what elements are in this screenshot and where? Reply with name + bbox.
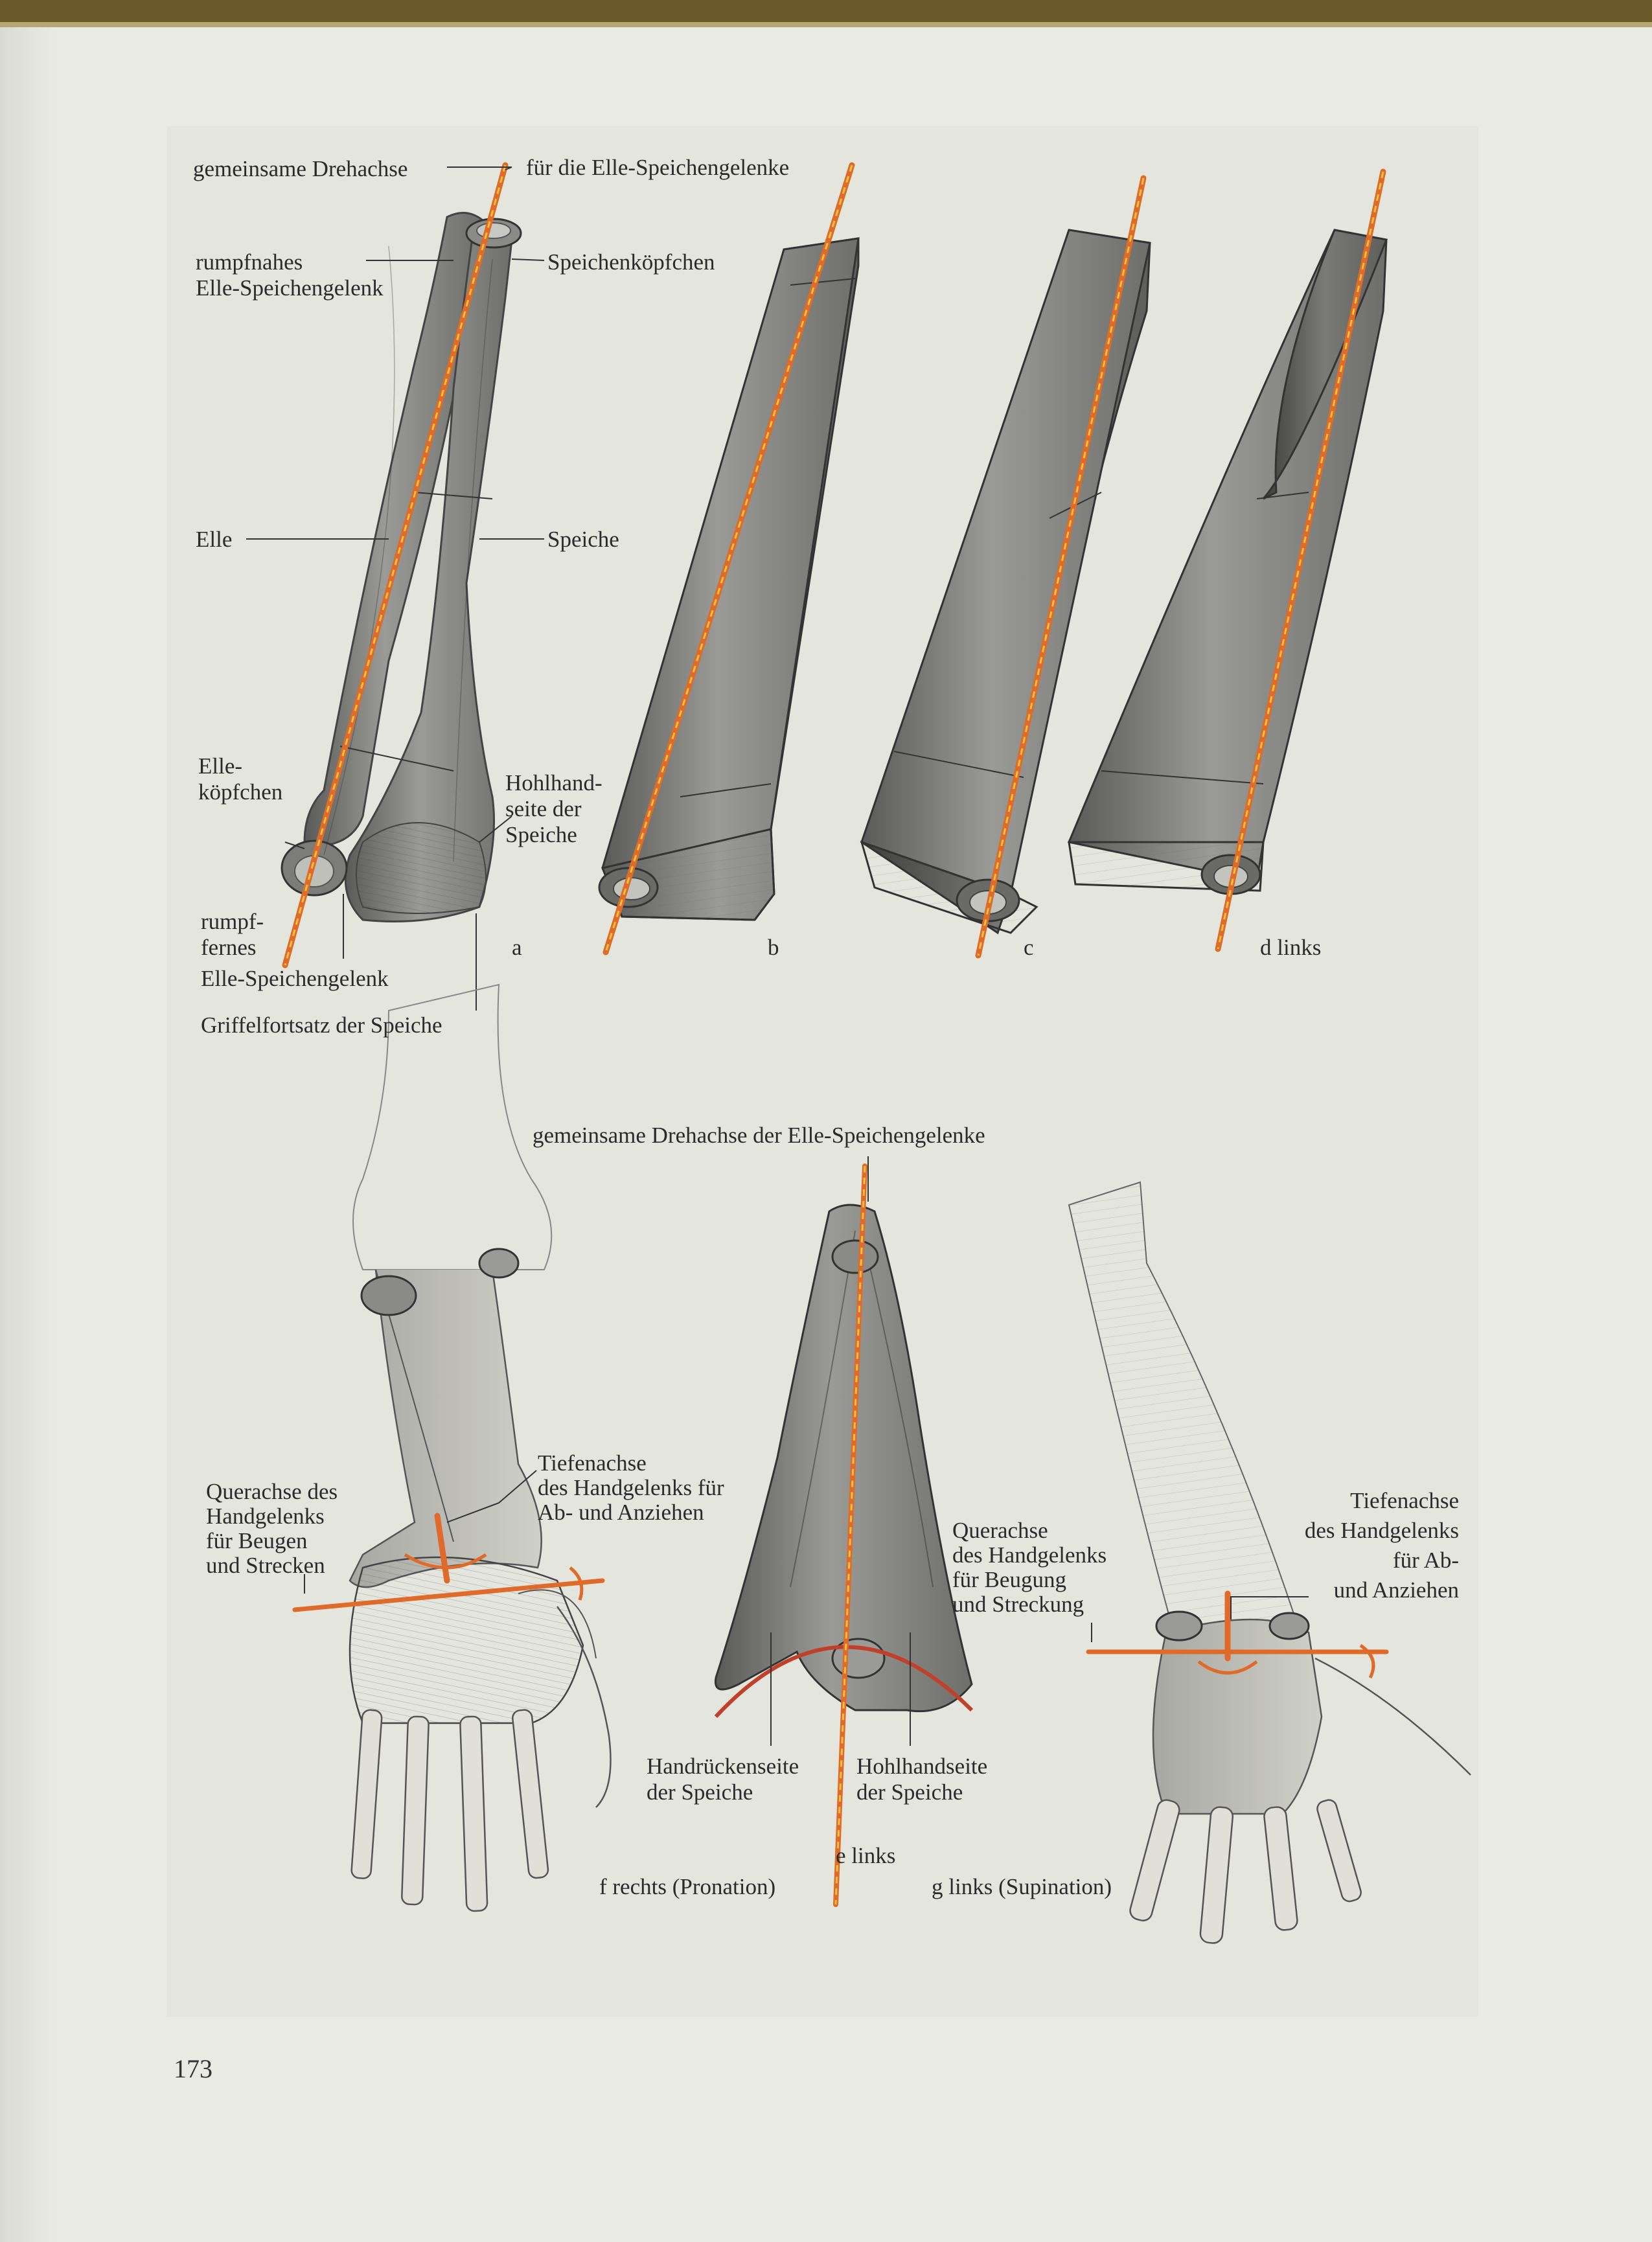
label-figure-b: b: [768, 935, 779, 960]
figure-c-rotation-block: [860, 229, 1151, 935]
label-handrueckenseite-1: Handrückenseite: [647, 1754, 799, 1779]
label-tiefenachse-g-2: des Handgelenks: [1304, 1518, 1459, 1543]
label-tiefenachse-g-3: für Ab-: [1392, 1548, 1459, 1573]
label-figure-g: g links (Supination): [932, 1874, 1112, 1899]
label-querachse-f-3: für Beugen: [206, 1528, 308, 1553]
label-querachse-f-2: Handgelenks: [206, 1504, 325, 1529]
label-querachse-g-4: und Streckung: [952, 1592, 1084, 1617]
label-handrueckenseite-2: der Speiche: [647, 1779, 753, 1805]
label-tiefenachse-f-3: Ab- und Anziehen: [538, 1500, 704, 1525]
label-figure-d: d links: [1260, 935, 1322, 960]
label-figure-e: e links: [836, 1843, 896, 1868]
leader-lines-bottom: [304, 1156, 1309, 1746]
label-hohlhandseite-1: Hohlhandseite: [856, 1754, 988, 1779]
label-tiefenachse-f-1: Tiefenachse: [538, 1450, 647, 1476]
label-rumpffernes-1: rumpf-: [201, 909, 264, 934]
label-tiefenachse-f-2: des Handgelenks für: [538, 1475, 724, 1500]
label-querachse-f-1: Querachse des: [206, 1479, 338, 1504]
label-elle: Elle: [196, 527, 233, 552]
label-griffelfortsatz: Griffelfortsatz der Speiche: [201, 1012, 442, 1038]
label-rumpfnahes-1: rumpfnahes: [196, 249, 303, 275]
label-figure-f: f rechts (Pronation): [599, 1874, 776, 1899]
label-tiefenachse-g-4: und Anziehen: [1333, 1577, 1459, 1603]
figure-a-forearm-bones: [281, 212, 522, 922]
book-spine-shadow: [0, 27, 58, 2242]
label-querachse-g-2: des Handgelenks: [952, 1542, 1107, 1568]
label-rumpfnahes-2: Elle-Speichengelenk: [196, 275, 384, 301]
label-querachse-g-1: Querachse: [952, 1518, 1048, 1543]
label-speiche: Speiche: [547, 527, 619, 552]
book-top-edge: [0, 0, 1652, 22]
figure-g-hand-supination: [1068, 1181, 1471, 1944]
rotation-axes-top: [282, 162, 1386, 968]
label-querachse-f-4: und Strecken: [206, 1553, 325, 1578]
book-top-edge-highlight: [0, 22, 1652, 27]
label-axis-top-left: gemeinsame Drehachse: [193, 156, 408, 181]
label-ellekoepfchen-2: köpfchen: [198, 779, 283, 805]
label-rumpffernes-2: fernes: [201, 935, 257, 960]
label-ellekoepfchen-1: Elle-: [198, 753, 243, 779]
label-figure-c: c: [1024, 935, 1034, 960]
rotation-axes-bottom: [292, 1163, 1389, 1907]
label-axis-top-right: für die Elle-Speichengelenke: [526, 155, 790, 180]
figure-b-rotation-block: [598, 237, 860, 921]
label-hohlhandseite-2: der Speiche: [856, 1779, 963, 1805]
label-figure-a: a: [512, 935, 522, 960]
label-axis-middle: gemeinsame Drehachse der Elle-Speichenge…: [533, 1123, 985, 1148]
label-hohlhand-2: seite der: [505, 796, 582, 821]
label-querachse-g-3: für Beugung: [952, 1567, 1066, 1592]
label-speichenkoepfchen: Speichenköpfchen: [547, 249, 715, 275]
label-hohlhand-1: Hohlhand-: [505, 770, 602, 795]
page-number: 173: [174, 2054, 212, 2083]
label-hohlhand-3: Speiche: [505, 822, 577, 847]
label-tiefenachse-g-1: Tiefenachse: [1350, 1488, 1459, 1513]
label-rumpffernes-3: Elle-Speichengelenk: [201, 966, 389, 991]
leader-lines-top: [246, 166, 545, 1011]
